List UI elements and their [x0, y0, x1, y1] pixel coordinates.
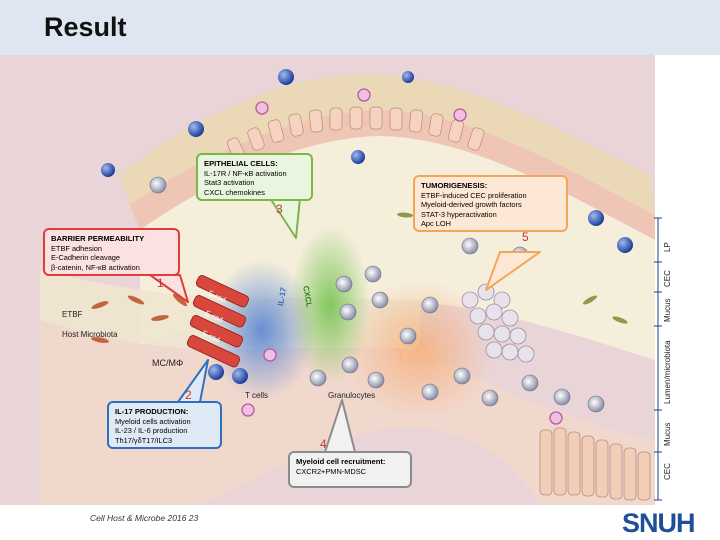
layer-ruler	[654, 217, 662, 501]
snuh-logo: SNUH	[622, 508, 696, 538]
tumorigenesis-line: Apc LOH	[421, 219, 451, 229]
il17-line: Myeloid cells activation	[115, 416, 191, 426]
upper-tissue-band	[120, 74, 655, 216]
side-label-cec: CEC	[663, 270, 672, 287]
slide-title: Result	[44, 12, 127, 42]
host-microbiota-label: Host Microbiota	[62, 330, 118, 339]
epithelial-line: Stat3 activation	[204, 178, 255, 188]
barrier-line: E-Cadherin cleavage	[51, 253, 121, 263]
granulocytes-label: Granulocytes	[328, 391, 376, 400]
epithelial-cells-box: EPITHELIAL CELLS: IL-17R / NF-κB activat…	[196, 153, 313, 201]
side-label-lumen: Lumen/microbiota	[663, 340, 672, 404]
step-number-1: 1	[157, 276, 164, 290]
barrier-line: ETBF adhesion	[51, 243, 102, 253]
tumorigenesis-line: STAT-3 hyperactivation	[421, 209, 497, 219]
etbf-label: ETBF	[62, 310, 83, 319]
barrier-line: β-catenin, NF-κB activation	[51, 262, 140, 272]
barrier-permeability-box: BARRIER PERMEABILITY ETBF adhesion E-Cad…	[43, 228, 180, 276]
slide-header	[0, 0, 720, 55]
side-label-lp: LP	[663, 242, 672, 252]
tme-label: TME	[395, 346, 441, 368]
side-label-cec: CEC	[663, 463, 672, 480]
tumorigenesis-line: ETBF-induced CEC proliferation	[421, 190, 527, 200]
colonocyte-columns	[539, 427, 651, 501]
t-cells-label: T cells	[245, 391, 268, 400]
myeloid-heading: Myeloid cell recruitment:	[296, 457, 386, 466]
mc-mphi-label: MC/MΦ	[152, 358, 184, 368]
epithelial-line: CXCL chemokines	[204, 187, 265, 197]
step-number-2: 2	[185, 388, 192, 402]
step-number-3: 3	[276, 202, 283, 216]
barrier-heading: BARRIER PERMEABILITY	[51, 234, 145, 243]
step-number-4: 4	[320, 437, 327, 451]
myeloid-recruitment-box: Myeloid cell recruitment: CXCR2+PMN-MDSC	[288, 451, 412, 488]
tumorigenesis-line: Myeloid-derived growth factors	[421, 200, 522, 210]
il17-production-box: IL-17 PRODUCTION: Myeloid cells activati…	[107, 401, 222, 449]
il17-line: IL-23 / IL-6 production	[115, 426, 188, 436]
step-number-5: 5	[522, 230, 529, 244]
epithelial-heading: EPITHELIAL CELLS:	[204, 159, 278, 168]
bacteria	[91, 293, 188, 343]
side-label-mucus: Mucus	[663, 298, 672, 322]
tumorigenesis-heading: TUMORIGENESIS:	[421, 181, 488, 190]
macrophage-cells	[241, 88, 563, 425]
blue-immune-cells	[101, 69, 633, 384]
il17-heading: IL-17 PRODUCTION:	[115, 407, 189, 416]
citation: Cell Host & Microbe 2016 23	[90, 513, 199, 523]
myeloid-line: CXCR2+PMN-MDSC	[296, 466, 367, 476]
il17-line: Th17/γδT17/ILC3	[115, 435, 173, 445]
tumorigenesis-pointer	[485, 251, 541, 291]
tumorigenesis-box: TUMORIGENESIS: ETBF-induced CEC prolifer…	[413, 175, 568, 232]
epithelial-line: IL-17R / NF-κB activation	[204, 168, 287, 178]
tumor-cluster	[461, 283, 535, 363]
e-cadherin-cells	[186, 275, 249, 368]
side-label-mucus: Mucus	[663, 422, 672, 446]
lower-epithelium	[40, 320, 655, 505]
granulocytes	[149, 176, 605, 413]
